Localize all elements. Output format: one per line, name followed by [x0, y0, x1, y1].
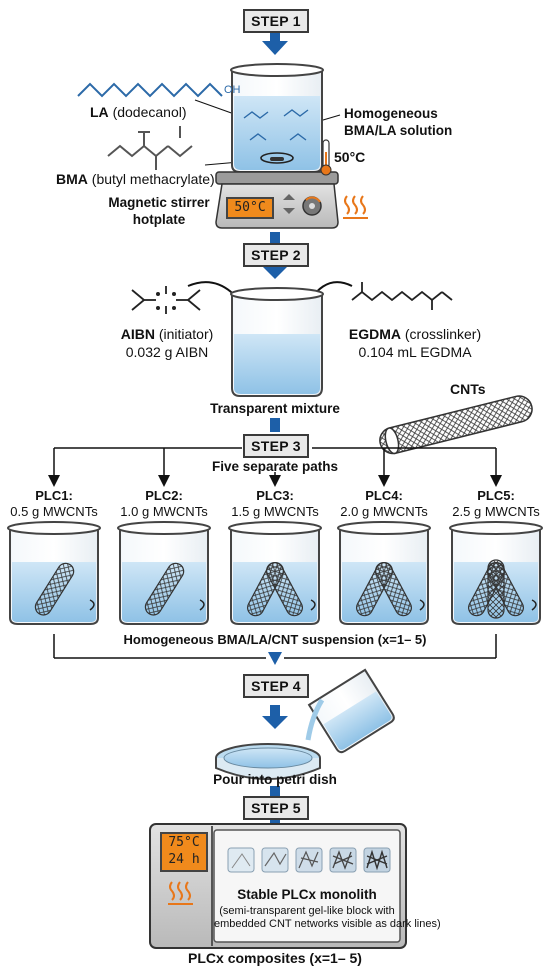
sample-label-plc3: PLC3:1.5 g MWCNTs — [223, 488, 327, 520]
egdma-abbr: EGDMA — [348, 326, 401, 342]
dodecanol-molecule — [77, 82, 223, 98]
pouring-beaker — [305, 668, 395, 754]
heat-icon — [343, 195, 368, 219]
sample-amount: 2.0 g MWCNTs — [340, 504, 428, 519]
step3-arrow — [270, 418, 280, 432]
solution-line-1: Homogeneous — [344, 106, 438, 121]
temperature-label: 50°C — [334, 149, 366, 165]
collection-lines — [53, 634, 497, 659]
solution-label: Homogeneous BMA/LA solution — [344, 105, 452, 139]
footer-label: PLCx composites (x=1– 5) — [188, 950, 362, 966]
sample-amount: 0.5 g MWCNTs — [10, 504, 98, 519]
sample-label-plc2: PLC2:1.0 g MWCNTs — [112, 488, 216, 520]
monolith-line-2: embedded CNT networks visible as dark li… — [214, 918, 441, 930]
hotplate-line-2: hotplate — [132, 212, 186, 227]
oven-display: 75°C 24 h — [160, 832, 208, 872]
step-2-badge: STEP 2 — [243, 243, 309, 267]
sample-label-plc5: PLC5:2.5 g MWCNTs — [444, 488, 548, 520]
la-abbr: LA — [90, 104, 109, 120]
sample-name: PLC4: — [365, 488, 403, 503]
oh-label: OH — [224, 84, 241, 96]
beaker-2 — [230, 287, 324, 397]
aibn-amount: 0.032 g AIBN — [125, 344, 209, 360]
egdma-molecule — [351, 282, 453, 310]
la-name: (dodecanol) — [112, 104, 187, 120]
sample-amount: 1.0 g MWCNTs — [120, 504, 208, 519]
petri-dish — [215, 743, 321, 780]
step4-arrow — [262, 705, 288, 729]
monolith-cube — [363, 847, 391, 873]
cnt-tube — [379, 395, 533, 455]
beaker-1 — [230, 63, 324, 173]
aibn-role: (initiator) — [158, 326, 214, 342]
oven-display-temp: 75°C — [168, 835, 200, 850]
suspension-beaker-plc3 — [228, 521, 322, 625]
bma-name: (butyl methacrylate) — [91, 171, 215, 187]
oven-heat-icon — [168, 881, 193, 905]
suspension-beaker-plc4 — [337, 521, 431, 625]
solution-line-2: BMA/LA solution — [344, 123, 453, 138]
distribution-lines — [48, 447, 502, 487]
pour-label: Pour into petri dish — [213, 772, 337, 787]
oven-display-time: 24 h — [168, 852, 200, 867]
suspension-beaker-plc1 — [7, 521, 101, 625]
monolith-cubes — [227, 847, 391, 873]
step-4-badge: STEP 4 — [243, 674, 309, 698]
aibn-molecule — [131, 286, 201, 314]
suspension-label: Homogeneous BMA/LA/CNT suspension (x=1– … — [60, 632, 490, 647]
monolith-line-1: (semi-transparent gel-like block with — [219, 905, 395, 917]
sample-label-plc1: PLC1:0.5 g MWCNTs — [2, 488, 106, 520]
monolith-title: Stable PLCx monolith — [237, 887, 377, 902]
sample-name: PLC5: — [477, 488, 515, 503]
egdma-amount: 0.104 mL EGDMA — [358, 344, 472, 360]
egdma-label: EGDMA (crosslinker) 0.104 mL EGDMA — [330, 325, 500, 361]
step1-arrow — [262, 32, 288, 55]
sample-name: PLC1: — [35, 488, 73, 503]
paths-label: Five separate paths — [211, 459, 339, 474]
bma-label: BMA (butyl methacrylate) — [56, 171, 215, 187]
monolith-cube — [227, 847, 255, 873]
bma-abbr: BMA — [56, 171, 88, 187]
monolith-cube — [295, 847, 323, 873]
monolith-cube — [329, 847, 357, 873]
cnts-label: CNTs — [450, 381, 486, 397]
aibn-label: AIBN (initiator) 0.032 g AIBN — [92, 325, 242, 361]
thermometer-icon — [320, 139, 332, 176]
hotplate-label: Magnetic stirrer hotplate — [104, 194, 214, 228]
sample-name: PLC3: — [256, 488, 294, 503]
suspension-beaker-plc5 — [449, 521, 543, 625]
suspension-beakers — [7, 521, 543, 625]
step-1-badge: STEP 1 — [243, 9, 309, 33]
sample-label-plc4: PLC4:2.0 g MWCNTs — [332, 488, 436, 520]
monolith-description: (semi-transparent gel-like block with em… — [214, 905, 441, 931]
la-label: LA (dodecanol) — [90, 104, 187, 120]
aibn-abbr: AIBN — [120, 326, 155, 342]
sample-name: PLC2: — [145, 488, 183, 503]
sample-amount: 2.5 g MWCNTs — [452, 504, 540, 519]
step-5-badge: STEP 5 — [243, 796, 309, 820]
bma-molecule — [107, 126, 193, 170]
sample-amount: 1.5 g MWCNTs — [231, 504, 319, 519]
mixture-label: Transparent mixture — [210, 401, 340, 416]
step-3-badge: STEP 3 — [243, 434, 309, 458]
suspension-beaker-plc2 — [117, 521, 211, 625]
hotplate-line-1: Magnetic stirrer — [108, 195, 210, 210]
egdma-role: (crosslinker) — [404, 326, 482, 342]
hotplate-display: 50°C — [226, 197, 274, 219]
monolith-cube — [261, 847, 289, 873]
